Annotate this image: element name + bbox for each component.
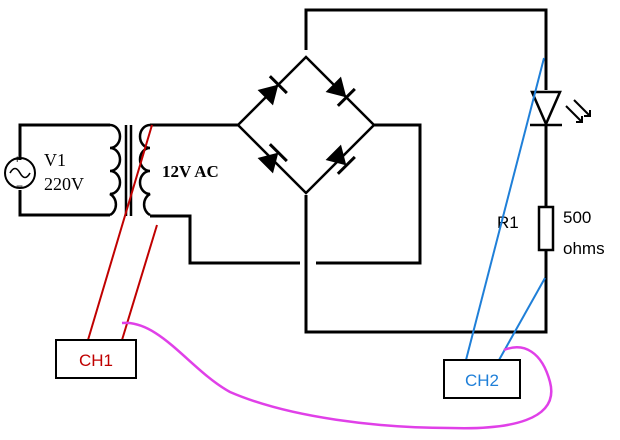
led-ray-2-head <box>584 110 591 117</box>
led-body <box>530 90 562 128</box>
ch2-lead-a <box>465 57 545 361</box>
ch1-lead-b <box>121 224 158 341</box>
source-voltage: 220V <box>44 174 84 194</box>
source-plus-sign: + <box>14 154 20 166</box>
transformer-icon <box>109 123 151 217</box>
bridge-right-wire <box>316 123 422 265</box>
bridge-outline <box>236 55 376 195</box>
ch1-box <box>55 339 137 379</box>
primary-coil <box>109 123 122 217</box>
ground-jumper-wire <box>121 321 553 430</box>
secondary-voltage-label: 12V AC <box>162 162 219 181</box>
ac-source-icon <box>4 157 36 189</box>
output-top-wire <box>304 8 548 90</box>
resistor-value-line1: 500 <box>563 208 591 227</box>
led-icon <box>530 90 591 128</box>
source-minus-sign: − <box>16 179 23 193</box>
secondary-coil <box>138 123 151 217</box>
primary-bottom-wire <box>18 190 110 217</box>
ac-source-wave <box>9 167 31 179</box>
ch2-box <box>443 359 521 399</box>
resistor-value-line2: ohms <box>563 239 605 258</box>
diode-icon <box>257 75 288 106</box>
ch1-label: CH1 <box>79 351 113 370</box>
secondary-bottom-wire <box>150 214 300 265</box>
ch2-label: CH2 <box>465 371 499 390</box>
primary-circuit <box>4 123 110 217</box>
resistor-icon <box>537 205 555 252</box>
ch2-probe-leads <box>465 57 546 361</box>
led-ray-1-head <box>576 116 583 123</box>
source-name: V1 <box>44 150 66 170</box>
ch1-probe-leads <box>87 124 158 341</box>
ch1-lead-a <box>87 124 153 341</box>
led-ray-2 <box>573 99 591 117</box>
diode-icon <box>325 76 356 107</box>
diode-icon <box>325 144 356 175</box>
primary-top-wire <box>18 123 110 160</box>
output-return-wire <box>304 195 548 334</box>
ch2-lead-b <box>498 277 546 361</box>
main-wiring <box>150 8 548 334</box>
bridge-rectifier <box>236 55 376 195</box>
diode-icon <box>257 143 288 174</box>
led-ray-1 <box>565 105 583 123</box>
